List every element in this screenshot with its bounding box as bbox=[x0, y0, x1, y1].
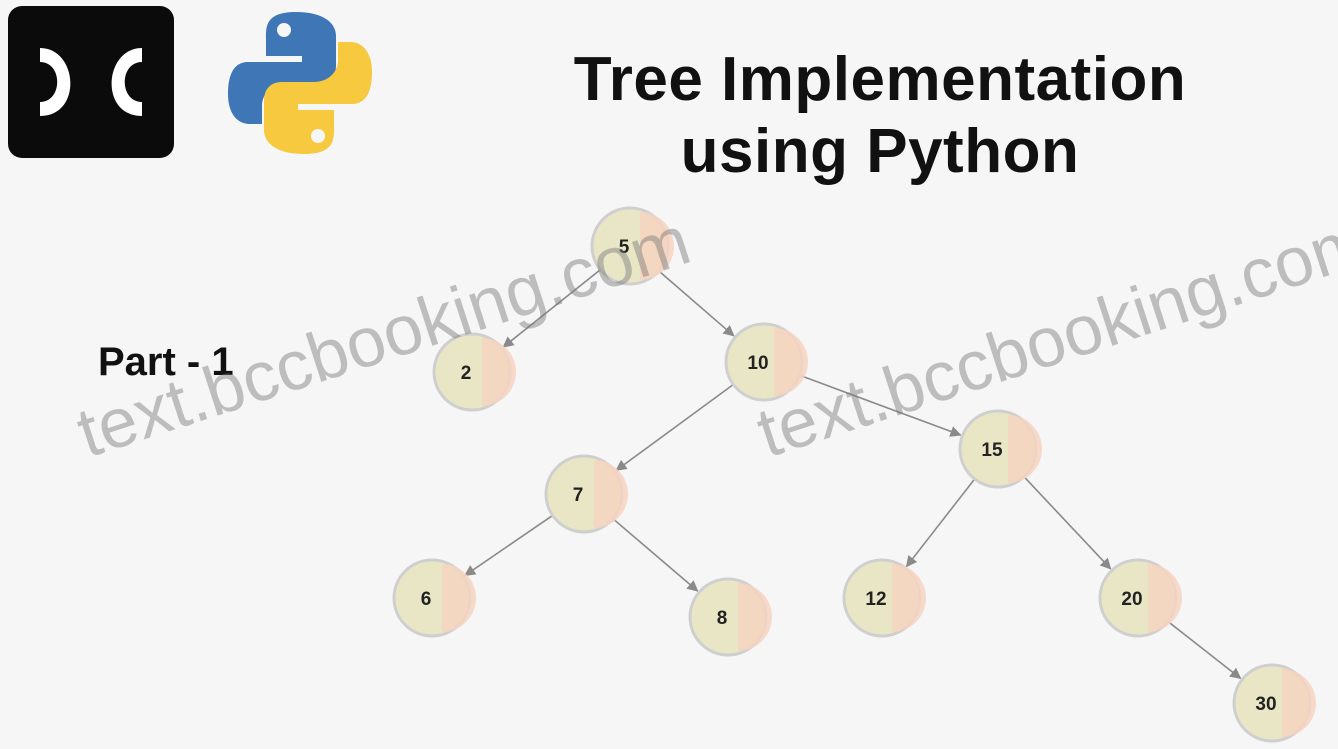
tree-node-accent bbox=[640, 212, 674, 280]
tree-node-5: 5 bbox=[590, 206, 674, 286]
tree-node-accent bbox=[892, 564, 926, 632]
tree-node-label: 7 bbox=[573, 485, 584, 506]
tree-edge-15-20 bbox=[1023, 476, 1112, 570]
tree-edge-7-8 bbox=[612, 518, 699, 592]
tree-node-label: 20 bbox=[1121, 589, 1142, 610]
dc-logo-shape bbox=[40, 48, 142, 116]
tree-node-label: 5 bbox=[619, 237, 630, 258]
tree-node-10: 10 bbox=[724, 322, 808, 402]
title-line-1: Tree Implementation bbox=[573, 45, 1187, 114]
tree-node-accent bbox=[1282, 669, 1316, 737]
tree-node-label: 15 bbox=[981, 440, 1003, 461]
tree-node-8: 8 bbox=[688, 577, 772, 657]
tree-nodes: 5 2 10 7 15 6 8 12 20 30 bbox=[392, 206, 1316, 743]
tree-node-20: 20 bbox=[1098, 558, 1182, 638]
tree-node-label: 30 bbox=[1255, 694, 1276, 715]
tree-node-accent bbox=[1008, 415, 1042, 483]
tree-node-accent bbox=[774, 328, 808, 396]
tree-node-30: 30 bbox=[1232, 663, 1316, 743]
tree-node-6: 6 bbox=[392, 558, 476, 638]
tree-node-accent bbox=[442, 564, 476, 632]
tree-edge-5-2 bbox=[502, 269, 601, 348]
tree-node-label: 2 bbox=[461, 363, 472, 384]
tree-edge-5-10 bbox=[658, 270, 735, 337]
tree-node-label: 8 bbox=[717, 608, 728, 629]
tree-node-label: 10 bbox=[747, 353, 768, 374]
part-label: Part - 1 bbox=[98, 340, 234, 384]
python-logo-icon bbox=[228, 12, 372, 154]
tree-edge-15-12 bbox=[905, 478, 976, 568]
tree-edge-10-15 bbox=[799, 374, 962, 437]
tree-node-accent bbox=[482, 338, 516, 406]
tree-node-label: 12 bbox=[865, 589, 886, 610]
tree-node-accent bbox=[594, 460, 628, 528]
tree-edge-20-30 bbox=[1167, 620, 1242, 680]
tree-node-label: 6 bbox=[421, 589, 432, 610]
tree-node-12: 12 bbox=[842, 558, 926, 638]
tree-node-7: 7 bbox=[544, 454, 628, 534]
tree-node-15: 15 bbox=[958, 409, 1042, 489]
dc-logo-icon bbox=[8, 6, 174, 158]
tree-node-accent bbox=[1148, 564, 1182, 632]
tree-edge-7-6 bbox=[464, 514, 554, 577]
title-line-2: using Python bbox=[680, 117, 1080, 186]
tree-edge-10-7 bbox=[615, 383, 734, 472]
page-title: Tree Implementation using Python bbox=[500, 44, 1260, 188]
tree-edges bbox=[464, 269, 1242, 680]
tree-node-2: 2 bbox=[432, 332, 516, 412]
tree-node-accent bbox=[738, 583, 772, 651]
